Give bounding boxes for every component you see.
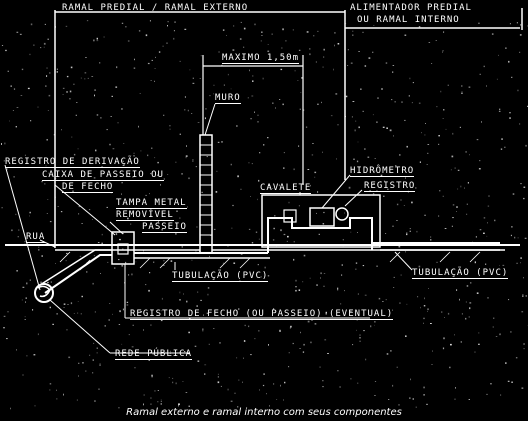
registro-derivacao-leader bbox=[4, 164, 41, 291]
rede-publica-pipe bbox=[34, 283, 54, 303]
label-registro-derivacao: REGISTRO DE DERIVAÇÃO bbox=[5, 157, 140, 168]
tampa-leader bbox=[109, 221, 124, 235]
caption: Ramal externo e ramal interno com seus c… bbox=[126, 407, 402, 418]
caixa-leader bbox=[54, 184, 116, 236]
registro-passeio-valve bbox=[117, 243, 129, 255]
label-tubulacao-left: TUBULAÇÃO (PVC) bbox=[172, 271, 269, 282]
caixa-passeio bbox=[111, 231, 135, 265]
label-muro: MURO bbox=[215, 93, 241, 104]
rua-leader bbox=[39, 239, 56, 248]
label-tampa-metal: TAMPA METAL bbox=[116, 198, 187, 209]
rede-publica-leader bbox=[49, 299, 111, 354]
cavalete-pipe bbox=[267, 217, 373, 253]
service-pipe-left-b bbox=[39, 249, 112, 286]
label-caixa-fecho: DE FECHO bbox=[62, 182, 114, 193]
label-cavalete: CAVALETE bbox=[260, 183, 312, 194]
label-ramal-interno: OU RAMAL INTERNO bbox=[357, 15, 460, 25]
label-hidrometro: HIDRÔMETRO bbox=[350, 166, 415, 177]
cavalete-box bbox=[261, 194, 381, 248]
label-tubulacao-right: TUBULAÇÃO (PVC) bbox=[412, 268, 509, 279]
hidrometro-meter bbox=[309, 207, 335, 227]
wall-bricks bbox=[200, 144, 212, 246]
registro-leader bbox=[344, 189, 363, 207]
service-pipe-left bbox=[44, 254, 112, 294]
label-caixa-passeio: CAIXA DE PASSEIO OU bbox=[42, 170, 164, 181]
label-tampa-removivel: REMOVÍVEL bbox=[116, 210, 174, 221]
rede-publica-coil bbox=[37, 285, 51, 298]
hidrometro-leader bbox=[321, 174, 351, 209]
ground-hatch bbox=[59, 251, 481, 271]
label-rede-publica: REDE PÚBLICA bbox=[115, 349, 193, 360]
label-registro: REGISTRO bbox=[364, 181, 416, 192]
muro-leader bbox=[204, 103, 216, 136]
label-tampa-passeio: PASSEIO bbox=[142, 222, 187, 233]
tubulacao-right-leader bbox=[394, 251, 413, 271]
cavalete-fitting-left bbox=[283, 209, 297, 223]
label-maximo: MAXIMO 1,50m bbox=[222, 53, 300, 64]
label-ramal-externo: RAMAL PREDIAL / RAMAL EXTERNO bbox=[62, 3, 249, 13]
label-rua: RUA bbox=[26, 232, 46, 243]
label-alimentador-predial: ALIMENTADOR PREDIAL bbox=[350, 3, 472, 13]
registro-valve bbox=[335, 207, 349, 221]
label-registro-fecho: REGISTRO DE FECHO (OU PASSEIO) (EVENTUAL… bbox=[130, 309, 394, 320]
